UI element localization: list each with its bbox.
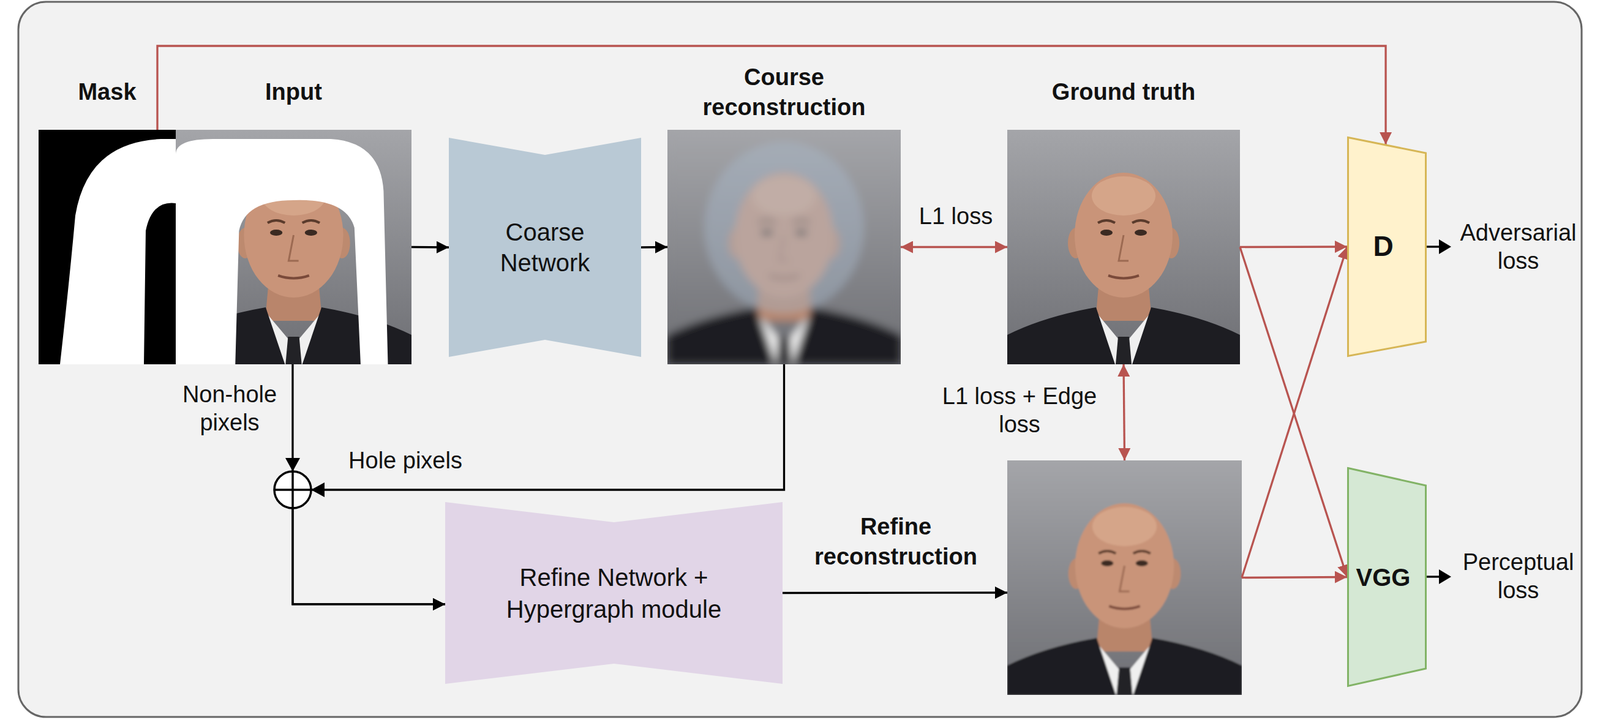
connector: [411, 246, 449, 249]
text-holder: Course reconstruction: [667, 62, 901, 124]
image-heading: Course reconstruction: [667, 62, 901, 124]
edge-label-holder: Hole pixels: [344, 446, 467, 476]
shape-fill: [1348, 468, 1427, 687]
connector: [641, 246, 668, 249]
sum-junction: [274, 471, 312, 509]
ground-truth-node: Ground truth: [1007, 129, 1240, 365]
edge-label-holder: Non-hole pixels: [174, 380, 285, 437]
connector: [1241, 246, 1348, 579]
connector: [1241, 577, 1348, 579]
loss-label-holder: Perceptual loss: [1452, 548, 1585, 605]
ground-truth-image: [1007, 129, 1240, 365]
arrowhead: [1438, 569, 1452, 585]
shape-outline: [445, 502, 783, 684]
text-holder: Input: [175, 78, 412, 107]
shape-outline: [448, 137, 642, 357]
text-holder: Mask: [26, 78, 188, 107]
edge-label-holder: L1 loss: [906, 202, 1005, 231]
arrowhead: [311, 482, 325, 498]
network-block: Refine Network + Hypergraph module: [445, 502, 783, 684]
edge-label-holder: L1 loss + Edge loss: [930, 382, 1109, 439]
image-heading: Ground truth: [1007, 78, 1240, 107]
shape-fill: [445, 502, 783, 684]
shape-fill: [1348, 137, 1427, 357]
refined-output-node: Refine reconstruction: [1007, 460, 1242, 695]
input-image-node: Input: [175, 129, 412, 365]
vgg-block: VGG: [1347, 467, 1427, 688]
arrowhead: [285, 458, 301, 472]
connector: [1123, 364, 1125, 461]
block-label: VGG: [1349, 562, 1417, 593]
block-label: Refine Network + Hypergraph module: [485, 561, 743, 626]
shape-fill: [448, 137, 642, 357]
connector: [292, 364, 446, 605]
refined-output-image: [1007, 460, 1242, 695]
text-holder: Coarse Network: [468, 216, 622, 278]
mask-image-node: Mask: [38, 129, 176, 365]
coarse-output-image: [667, 129, 901, 365]
loss-label: Adversarial loss: [1452, 219, 1585, 275]
block-label: D: [1349, 229, 1417, 264]
connector: [900, 246, 1008, 248]
block-label: Coarse Network: [468, 216, 622, 278]
text-holder: D: [1349, 229, 1417, 264]
mask-image: [38, 129, 176, 365]
loss-label-holder: Adversarial loss: [1452, 219, 1585, 275]
edge-label: Non-hole pixels: [174, 380, 285, 437]
edge-label: Hole pixels: [344, 446, 467, 476]
arrowhead: [1438, 239, 1452, 255]
coarse-output-node: Course reconstruction: [667, 129, 901, 365]
outer-frame: [18, 1, 1582, 718]
loss-label: Perceptual loss: [1452, 548, 1585, 605]
network-block: Coarse Network: [448, 137, 642, 357]
image-heading: Input: [175, 78, 412, 107]
input-image: [175, 129, 412, 365]
edge-label: L1 loss: [906, 202, 1005, 231]
sum-junction: [274, 488, 312, 492]
text-holder: Refine Network + Hypergraph module: [485, 561, 743, 626]
text-holder: Refine reconstruction: [800, 511, 991, 573]
connector: [782, 591, 1008, 594]
connector: [157, 45, 1386, 145]
image-heading: Mask: [26, 78, 188, 107]
connector: [1239, 247, 1348, 578]
discriminator-block: D: [1347, 136, 1427, 357]
edge-label: L1 loss + Edge loss: [930, 382, 1109, 439]
text-holder: Ground truth: [1007, 78, 1240, 107]
text-holder: VGG: [1349, 562, 1417, 593]
image-heading: Refine reconstruction: [800, 511, 991, 573]
connector: [1239, 245, 1348, 248]
